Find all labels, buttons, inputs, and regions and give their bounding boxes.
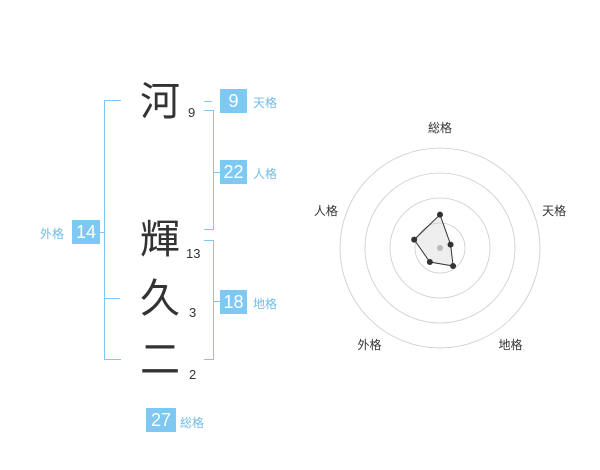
radar-point-4 <box>426 258 433 265</box>
radar-data-polygon <box>413 213 454 267</box>
radar-ring-1 <box>414 222 466 274</box>
radar-ring-2 <box>389 197 491 299</box>
name-char-4: 二 <box>140 337 180 383</box>
name-char-2: 輝 <box>140 217 180 263</box>
name-char-3: 久 <box>140 276 180 322</box>
jinkaku-connector <box>213 172 220 173</box>
gaikaku-bracket <box>104 100 121 360</box>
soukaku-label: 総格 <box>180 416 205 430</box>
chikaku-bracket <box>204 240 214 360</box>
stroke-count-3: 3 <box>189 305 197 320</box>
name-char-1: 河 <box>140 79 180 125</box>
gaikaku-value-badge: 14 <box>72 220 100 244</box>
radar-point-5 <box>411 236 418 243</box>
stroke-count-1: 9 <box>188 105 196 120</box>
radar-axis-label-4: 外格 <box>357 337 381 352</box>
radar-ring-3 <box>364 172 516 324</box>
radar-point-2 <box>447 241 454 248</box>
chikaku-value-badge: 18 <box>220 290 247 314</box>
chikaku-label: 地格 <box>253 297 278 311</box>
chikaku-connector <box>213 301 220 302</box>
radar-point-1 <box>437 211 443 218</box>
stroke-count-4: 2 <box>189 367 197 382</box>
tenkaku-value-badge: 9 <box>220 89 247 113</box>
jinkaku-value-badge: 22 <box>220 160 247 184</box>
radar-axis-label-3: 地格 <box>498 337 522 352</box>
jinkaku-label: 人格 <box>253 167 278 181</box>
gaikaku-label: 外格 <box>40 227 65 241</box>
jinkaku-bracket <box>204 110 214 230</box>
radar-center-point <box>437 245 443 251</box>
radar-ring-4 <box>339 147 541 349</box>
stroke-count-2: 13 <box>186 246 201 261</box>
tenkaku-label: 天格 <box>253 96 278 110</box>
tenkaku-bracket <box>204 101 212 102</box>
gaikaku-connector <box>100 232 105 233</box>
radar-axis-label-5: 人格 <box>314 203 338 218</box>
radar-axis-label-1: 総格 <box>428 120 452 135</box>
radar-axis-label-2: 天格 <box>542 203 566 218</box>
gaikaku-bracket-tick <box>104 298 120 299</box>
radar-point-3 <box>450 262 457 269</box>
soukaku-value-badge: 27 <box>146 408 176 432</box>
